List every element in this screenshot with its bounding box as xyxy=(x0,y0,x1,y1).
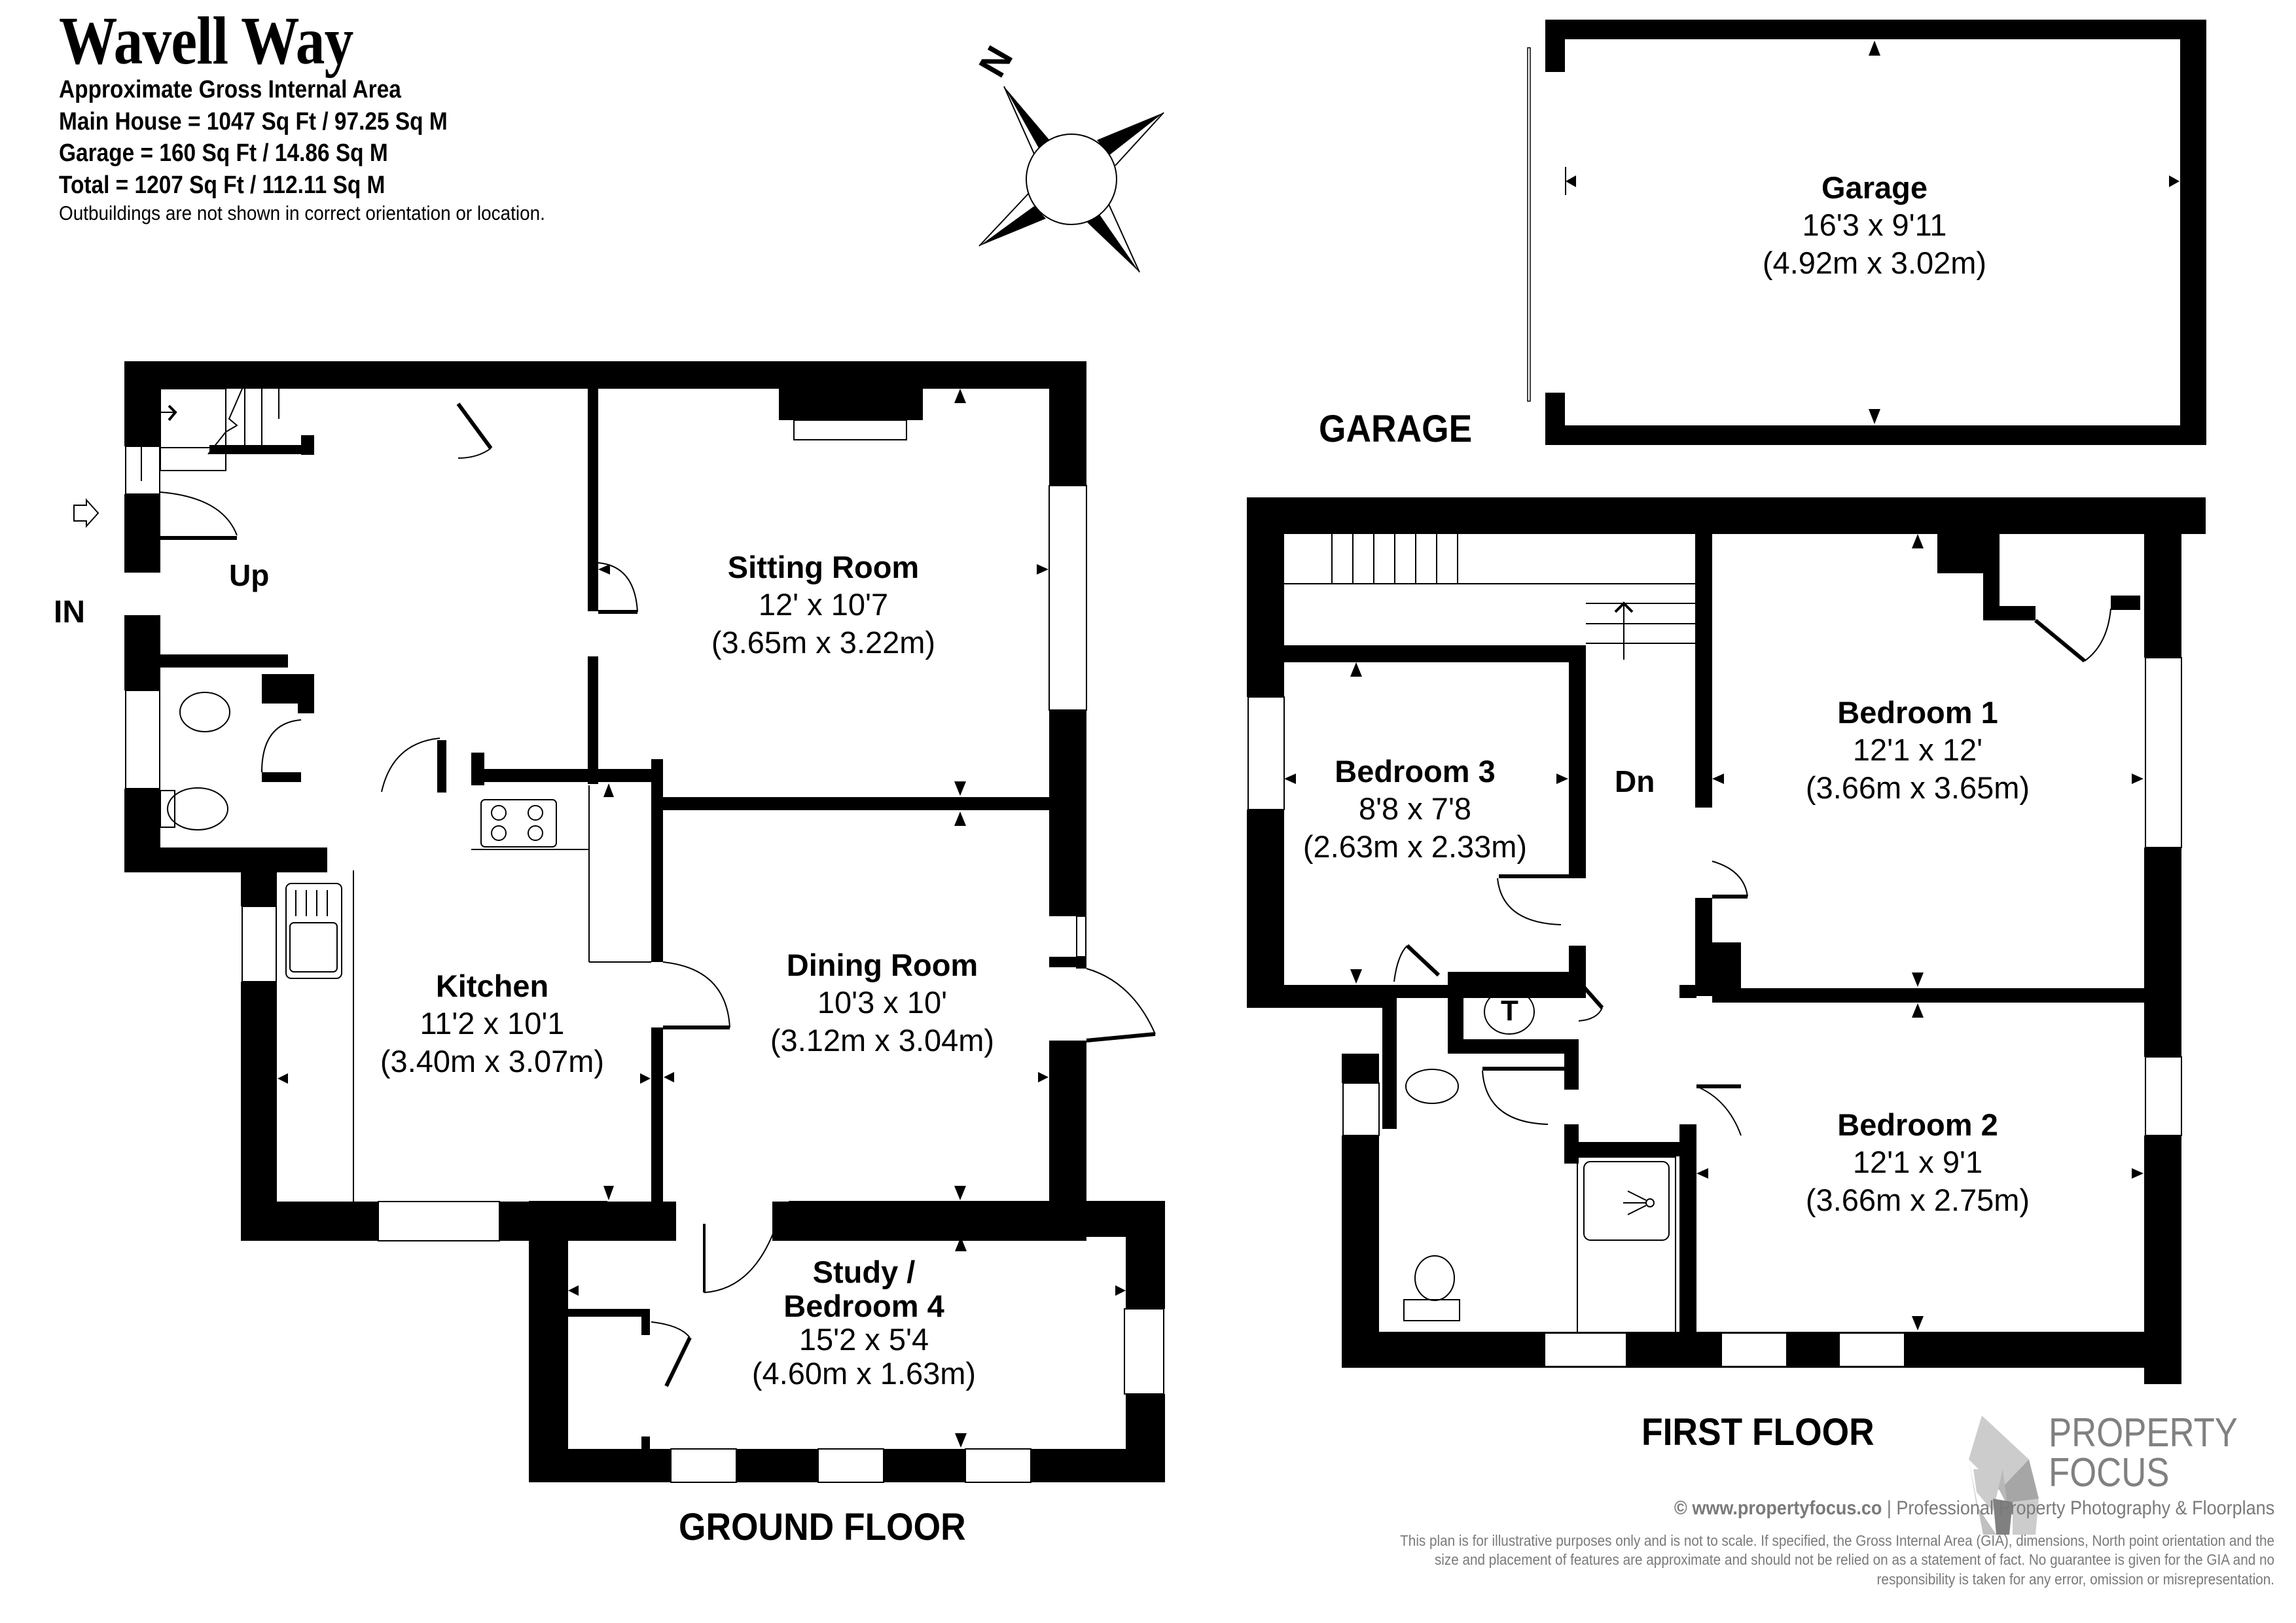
room-sitting-room: Sitting Room 12' x 10'7 (3.65m x 3.22m) xyxy=(711,548,935,661)
disclaimer-text: This plan is for illustrative purposes o… xyxy=(1400,1532,2274,1588)
compass-rose-icon: N xyxy=(971,39,1164,273)
svg-text:N: N xyxy=(971,39,1021,84)
ground-floor-dimension-arrows xyxy=(278,389,1126,1448)
stairs-down-label: Dn xyxy=(1615,764,1655,798)
room-imperial: 12' x 10'7 xyxy=(758,587,889,622)
room-imperial: 10'3 x 10' xyxy=(817,985,948,1020)
area-main-house: Main House = 1047 Sq Ft / 97.25 Sq M xyxy=(59,108,448,135)
room-metric: (3.66m x 3.65m) xyxy=(1805,770,2030,805)
entrance-label: IN xyxy=(54,595,85,630)
gia-subtitle: Approximate Gross Internal Area xyxy=(59,76,401,103)
floor-label-garage: GARAGE xyxy=(1319,408,1473,450)
logo-line-1: PROPERTY xyxy=(2049,1410,2238,1455)
room-name: Dining Room xyxy=(786,948,978,982)
ground-floor-fixtures xyxy=(73,388,1156,1387)
room-metric: (3.66m x 2.75m) xyxy=(1805,1182,2030,1217)
room-imperial: 16'3 x 9'11 xyxy=(1802,207,1947,243)
room-dining-room: Dining Room 10'3 x 10' (3.12m x 3.04m) xyxy=(770,946,994,1059)
room-bedroom-3: Bedroom 3 8'8 x 7'8 (2.63m x 2.33m) xyxy=(1303,753,1527,865)
room-imperial: 11'2 x 10'1 xyxy=(420,1006,565,1041)
room-metric: (3.40m x 3.07m) xyxy=(380,1043,605,1079)
room-metric: (3.12m x 3.04m) xyxy=(770,1022,995,1058)
floor-label-first: FIRST FLOOR xyxy=(1641,1411,1874,1454)
room-name: Bedroom 1 xyxy=(1837,695,1998,730)
room-metric: (2.63m x 2.33m) xyxy=(1302,829,1528,864)
copyright-tagline: | Professional Property Photography & Fl… xyxy=(1882,1497,2274,1519)
stairs-up-label: Up xyxy=(229,558,270,592)
room-metric: (4.60m x 1.63m) xyxy=(751,1356,977,1391)
floor-label-ground: GROUND FLOOR xyxy=(679,1506,966,1548)
outbuildings-note: Outbuildings are not shown in correct or… xyxy=(59,202,545,224)
room-name: Sitting Room xyxy=(727,550,920,584)
room-imperial: 15'2 x 5'4 xyxy=(798,1322,929,1357)
room-name: Bedroom 3 xyxy=(1335,754,1496,789)
first-floor-fixtures xyxy=(1284,534,2111,1333)
room-kitchen: Kitchen 11'2 x 10'1 (3.40m x 3.07m) xyxy=(380,967,604,1080)
room-bedroom-1: Bedroom 1 12'1 x 12' (3.66m x 3.65m) xyxy=(1806,694,2030,806)
room-name: Garage xyxy=(1821,170,1928,205)
first-floor-plan xyxy=(1247,497,2206,1384)
room-name-line2: Bedroom 4 xyxy=(783,1288,944,1323)
tank-cupboard-label: T xyxy=(1501,995,1518,1027)
room-imperial: 8'8 x 7'8 xyxy=(1358,791,1472,827)
area-total: Total = 1207 Sq Ft / 112.11 Sq M xyxy=(59,171,386,199)
room-study-bedroom-4: Study / Bedroom 4 15'2 x 5'4 (4.60m x 1.… xyxy=(752,1255,976,1391)
room-metric: (3.65m x 3.22m) xyxy=(711,624,936,660)
logo-wordmark: PROPERTY FOCUS xyxy=(2049,1410,2238,1495)
room-name: Bedroom 2 xyxy=(1837,1107,1998,1142)
room-imperial: 12'1 x 9'1 xyxy=(1852,1145,1983,1180)
property-focus-logo-icon xyxy=(1969,1416,2039,1535)
ground-floor-plan xyxy=(124,361,1165,1483)
room-bedroom-2: Bedroom 2 12'1 x 9'1 (3.66m x 2.75m) xyxy=(1806,1106,2030,1219)
copyright-line: © www.propertyfocus.co | Professional Pr… xyxy=(1674,1497,2274,1520)
room-garage: Garage 16'3 x 9'11 (4.92m x 3.02m) xyxy=(1763,169,1986,281)
room-name: Study / xyxy=(812,1255,916,1289)
garage-plan xyxy=(1527,20,2206,445)
room-name: Kitchen xyxy=(435,969,549,1003)
room-metric: (4.92m x 3.02m) xyxy=(1762,245,1987,280)
copyright-site-link[interactable]: © www.propertyfocus.co xyxy=(1674,1497,1882,1519)
logo-line-2: FOCUS xyxy=(2049,1450,2170,1495)
room-imperial: 12'1 x 12' xyxy=(1852,732,1983,768)
property-title: Wavell Way xyxy=(59,3,353,79)
first-floor-dimension-arrows xyxy=(1284,534,2144,1330)
area-garage: Garage = 160 Sq Ft / 14.86 Sq M xyxy=(59,139,388,167)
